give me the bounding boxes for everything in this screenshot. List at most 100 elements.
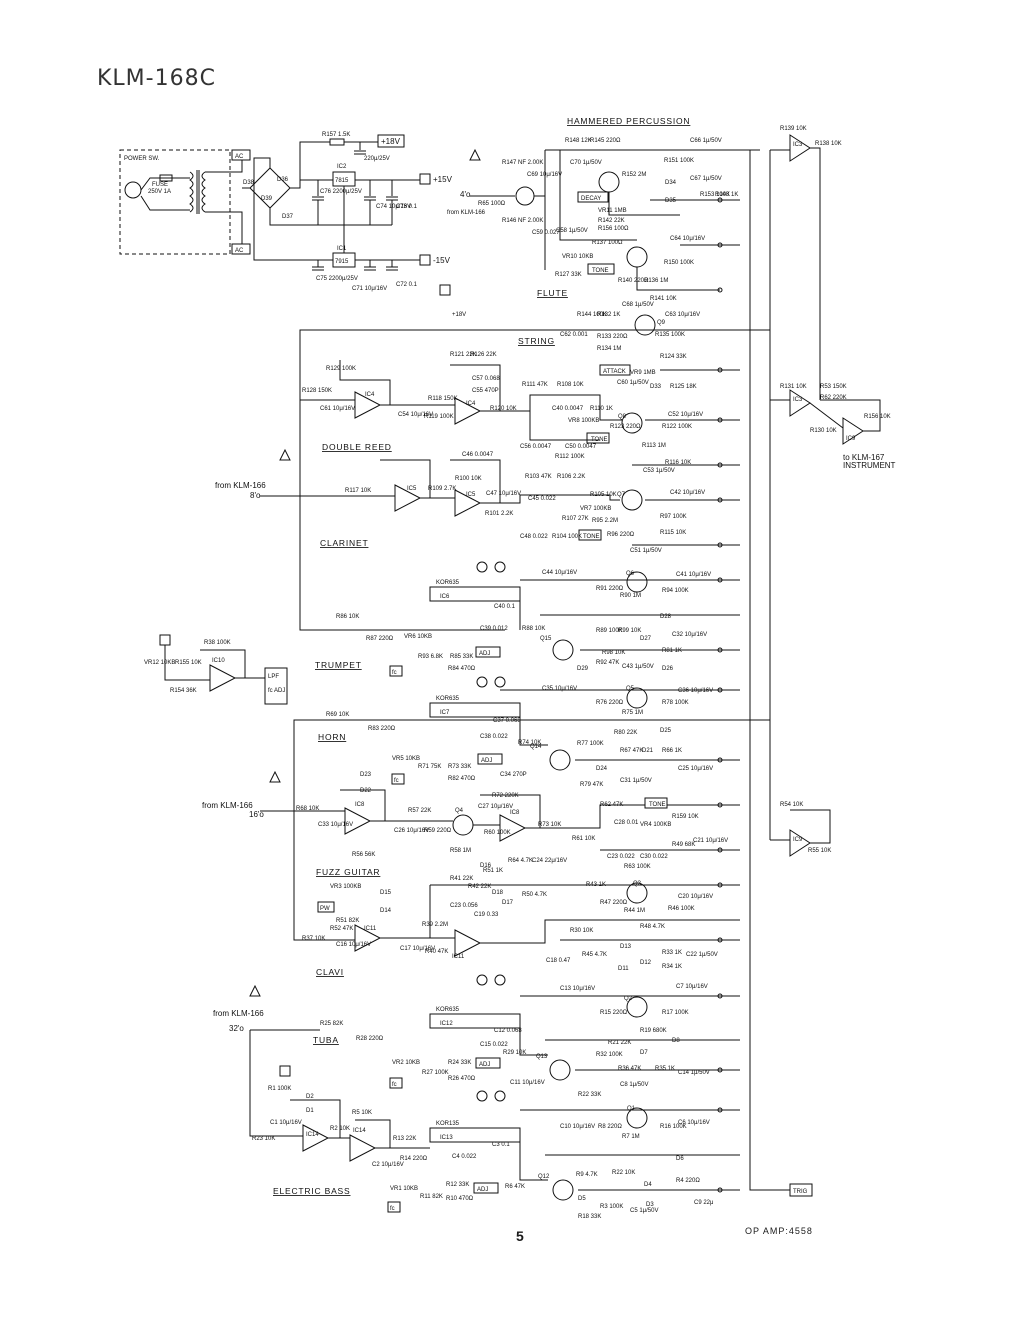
svg-text:R144 100K: R144 100K <box>577 312 607 318</box>
svg-text:C2 10μ/16V: C2 10μ/16V <box>372 1162 404 1168</box>
fuse-icon <box>159 174 173 182</box>
transistor-q14 <box>549 749 571 771</box>
svg-text:C13 10μ/16V: C13 10μ/16V <box>560 986 595 992</box>
svg-text:D28: D28 <box>660 614 672 620</box>
svg-text:C74 10μ/16V: C74 10μ/16V <box>376 204 411 210</box>
svg-text:R115 10K: R115 10K <box>660 530 686 536</box>
svg-text:C51 1μ/50V: C51 1μ/50V <box>630 548 662 554</box>
svg-text:D37: D37 <box>282 214 294 220</box>
tuba-adj-control[interactable] <box>475 1057 501 1069</box>
svg-text:R27 100K: R27 100K <box>422 1070 449 1076</box>
op-amp-ic10 <box>209 664 237 692</box>
attack-control[interactable] <box>599 364 631 376</box>
svg-text:R105 10K: R105 10K <box>590 492 617 498</box>
svg-text:C63 10μ/16V: C63 10μ/16V <box>665 312 700 318</box>
trumpet-adj-control[interactable] <box>475 646 501 658</box>
decay-control[interactable] <box>577 191 609 203</box>
svg-text:C41 10μ/16V: C41 10μ/16V <box>676 572 711 578</box>
horn-fc-control[interactable] <box>391 773 405 785</box>
horn-adj-control[interactable] <box>477 753 503 765</box>
svg-text:fc: fc <box>390 1206 395 1212</box>
plus-supply-icon <box>494 974 506 986</box>
svg-text:C18 0.47: C18 0.47 <box>546 958 571 964</box>
svg-text:C23 0.056: C23 0.056 <box>450 903 478 909</box>
transistor-q15 <box>552 639 574 661</box>
minus-supply-icon <box>476 974 488 986</box>
svg-text:C8 1μ/50V: C8 1μ/50V <box>620 1082 648 1088</box>
svg-text:C54 10μ/16V: C54 10μ/16V <box>398 412 433 418</box>
svg-text:R54 10K: R54 10K <box>780 802 803 808</box>
fuzz-guitar-block: from KLM-166 16'o IC8 IC8 Q4 TONE FUZZ G… <box>202 770 740 877</box>
svg-text:C59 0.027: C59 0.027 <box>532 230 560 236</box>
svg-text:VR11 1MB: VR11 1MB <box>598 208 627 214</box>
fuzz-tone-control[interactable] <box>644 797 668 809</box>
svg-text:IC14: IC14 <box>353 1128 366 1134</box>
svg-text:R157 1.5K: R157 1.5K <box>322 132 350 138</box>
svg-text:C24 22μ/16V: C24 22μ/16V <box>532 858 567 864</box>
svg-text:R152 2M: R152 2M <box>622 172 646 178</box>
svg-text:R24 33K: R24 33K <box>448 1060 471 1066</box>
svg-text:R76 220Ω: R76 220Ω <box>596 700 624 706</box>
svg-text:C56 0.0047: C56 0.0047 <box>520 444 552 450</box>
svg-text:C17 10μ/16V: C17 10μ/16V <box>400 946 435 952</box>
svg-text:R58 1M: R58 1M <box>450 848 471 854</box>
svg-text:R11 82K: R11 82K <box>420 1194 443 1200</box>
svg-text:D29: D29 <box>577 666 589 672</box>
svg-text:KOR635: KOR635 <box>436 1007 460 1013</box>
section-trumpet: TRUMPET <box>315 660 362 670</box>
svg-text:C26 10μ/16V: C26 10μ/16V <box>394 828 429 834</box>
svg-text:R74 10K: R74 10K <box>518 740 541 746</box>
svg-text:R49 68K: R49 68K <box>672 842 695 848</box>
svg-text:C62 0.001: C62 0.001 <box>560 332 588 338</box>
svg-text:R119 100K: R119 100K <box>424 414 454 420</box>
svg-text:C33 10μ/16V: C33 10μ/16V <box>318 822 353 828</box>
clarinet-tone-control[interactable] <box>578 529 602 541</box>
svg-text:D35: D35 <box>665 198 677 204</box>
trig-terminal <box>789 1183 813 1197</box>
op-amp-ic14a <box>302 1124 330 1152</box>
bass-adj-control[interactable] <box>473 1182 499 1194</box>
svg-text:TONE: TONE <box>592 268 609 274</box>
svg-text:ADJ: ADJ <box>481 758 492 764</box>
svg-text:VR6 10KB: VR6 10KB <box>404 634 432 640</box>
svg-text:R51 1K: R51 1K <box>483 868 503 874</box>
svg-text:R113 1M: R113 1M <box>642 443 666 449</box>
svg-text:C5 1μ/50V: C5 1μ/50V <box>630 1208 658 1214</box>
svg-text:C69 10μ/16V: C69 10μ/16V <box>527 172 562 178</box>
flute-tone-control[interactable] <box>587 263 615 275</box>
svg-text:Q5: Q5 <box>626 686 635 692</box>
bass-fc-control[interactable] <box>387 1201 401 1213</box>
svg-text:R9 4.7K: R9 4.7K <box>576 1172 598 1178</box>
tuba-block: from KLM-166 32'o KOR635 IC12 Q2 Q13 ADJ… <box>213 974 740 1098</box>
svg-text:VR3 100KB: VR3 100KB <box>330 884 361 890</box>
horn-block: KOR635 IC7 Q5 Q14 ADJ fc HORN C35 10μ/16… <box>318 676 740 788</box>
svg-text:R106 2.2K: R106 2.2K <box>557 474 585 480</box>
svg-text:IC7: IC7 <box>440 710 450 716</box>
svg-text:C14 1μ/50V: C14 1μ/50V <box>678 1070 710 1076</box>
svg-text:R10 470Ω: R10 470Ω <box>446 1196 474 1202</box>
section-clarinet: CLARINET <box>320 538 368 548</box>
svg-text:D13: D13 <box>620 944 632 950</box>
string-tone-control[interactable] <box>586 432 610 444</box>
svg-text:C20 10μ/16V: C20 10μ/16V <box>678 894 713 900</box>
transistor-q12 <box>552 1179 574 1201</box>
double-reed-block: DOUBLE REED from KLM-166 8'o IC5 IC5 Q7 … <box>215 442 740 554</box>
section-tuba: TUBA <box>313 1035 339 1045</box>
svg-text:R52 47K: R52 47K <box>330 926 353 932</box>
svg-text:R90 1M: R90 1M <box>620 593 641 599</box>
tuba-fc-control[interactable] <box>389 1077 403 1089</box>
output-switches <box>717 367 723 1193</box>
plus15-terminal <box>419 173 431 185</box>
svg-text:C4 0.022: C4 0.022 <box>452 1154 477 1160</box>
svg-text:D7: D7 <box>640 1050 648 1056</box>
svg-text:R60 100K: R60 100K <box>484 830 511 836</box>
transistor-q6 <box>626 571 648 593</box>
pw-control[interactable] <box>317 901 335 913</box>
svg-text:from KLM-166: from KLM-166 <box>447 210 486 216</box>
svg-text:fc: fc <box>392 670 397 676</box>
svg-text:R18 33K: R18 33K <box>578 1214 601 1220</box>
trumpet-fc-control[interactable] <box>389 665 403 677</box>
svg-text:R147 NF 2.00K: R147 NF 2.00K <box>502 160 543 166</box>
op-amp-ic3-mid <box>789 389 811 417</box>
